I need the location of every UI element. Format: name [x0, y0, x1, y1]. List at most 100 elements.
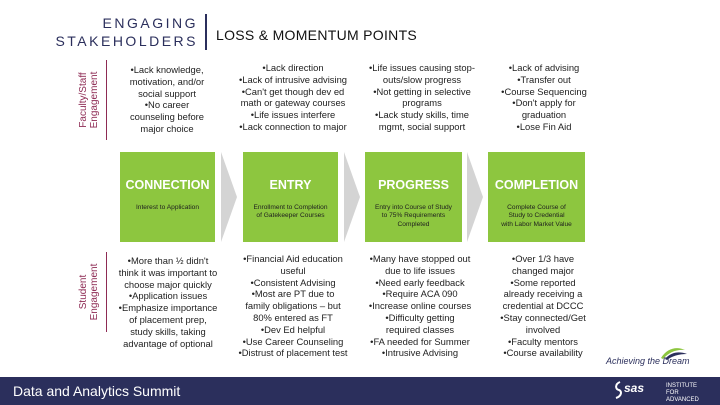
- note-line: think it was important to: [118, 266, 218, 278]
- sas-brand: sas: [624, 381, 645, 395]
- note-line: mgmt, social support: [378, 120, 466, 132]
- note-line: •Course availability: [503, 347, 583, 359]
- note-line: •Many have stopped out: [369, 253, 471, 264]
- note-line: family obligations – but: [245, 300, 341, 312]
- faculty-label-line-2: Engagement: [89, 71, 100, 129]
- stage-desc-line: to 75% Requirements: [381, 212, 446, 220]
- loss-momentum-title: LOSS & MOMENTUM POINTS: [216, 27, 418, 43]
- student-label-line-1: Student: [78, 274, 89, 310]
- brand-sub-line: INSTITUTE: [666, 383, 697, 389]
- stage-progress: PROGRESS Entry into Course of Study to 7…: [365, 152, 462, 242]
- note-line: social support: [138, 87, 196, 99]
- stage-desc-line: Complete Course of: [507, 204, 566, 211]
- note-line: credential at DCCC: [502, 300, 584, 312]
- stage-desc-line: Entry into Course of Study: [375, 204, 452, 211]
- note-line: study skills, taking: [130, 325, 206, 337]
- note-line: •Difficulty getting: [385, 311, 455, 323]
- student-note-completion: •Over 1/3 have changed major •Some repor…: [486, 253, 600, 359]
- stage-desc-line: Completed: [397, 220, 430, 228]
- stage-desc-line: Interest to Application: [135, 204, 200, 211]
- note-line: •Need early feedback: [375, 276, 465, 288]
- note-line: due to life issues: [385, 264, 455, 276]
- note-line: of placement prep,: [129, 313, 207, 325]
- stage-connection: CONNECTION Interest to Application: [120, 152, 215, 242]
- stage-completion: COMPLETION Complete Course of Study to C…: [488, 152, 585, 242]
- stage-description: Enrollment to Completion of Gatekeeper C…: [247, 204, 334, 221]
- student-divider-line: [106, 252, 107, 332]
- note-line: •Lack of advising: [508, 62, 580, 73]
- sas-logo-icon: [615, 381, 622, 399]
- faculty-note-entry: •Lack direction •Lack of intrusive advis…: [226, 62, 360, 133]
- achieving-the-dream-logo-text: Achieving the Dream: [606, 356, 690, 366]
- stage-description: Complete Course of Study to Credential w…: [492, 204, 581, 229]
- faculty-note-progress: •Life issues causing stop- outs/slow pro…: [355, 62, 489, 133]
- note-line: •Can't get though dev ed: [241, 85, 345, 97]
- note-line: •Consistent Advising: [250, 276, 336, 288]
- stage-name: COMPLETION: [494, 178, 579, 192]
- note-line: •Financial Aid education: [243, 253, 343, 264]
- note-line: involved: [525, 323, 561, 335]
- stage-desc-line: of Gatekeeper Courses: [256, 212, 325, 220]
- chevron-arrow-icon: [467, 152, 483, 242]
- note-line: counseling before: [129, 111, 204, 123]
- note-line: •Life issues causing stop-: [369, 62, 475, 73]
- student-note-entry: •Financial Aid education useful •Consist…: [226, 253, 360, 359]
- title-line-2: STAKEHOLDERS: [55, 33, 198, 49]
- note-line: •Transfer out: [517, 73, 571, 85]
- brand-sub-line: ADVANCED: [666, 397, 699, 403]
- note-line: outs/slow progress: [382, 73, 462, 85]
- note-line: 80% entered as FT: [253, 311, 333, 323]
- note-line: •Lose Fin Aid: [516, 120, 572, 132]
- note-line: required classes: [385, 323, 455, 335]
- stage-description: Entry into Course of Study to 75% Requir…: [369, 204, 458, 229]
- note-line: •Lack knowledge,: [130, 64, 204, 75]
- note-line: •Increase online courses: [368, 300, 472, 312]
- stage-entry: ENTRY Enrollment to Completion of Gateke…: [243, 152, 338, 242]
- student-label-line-2: Engagement: [89, 263, 100, 321]
- achieving-the-dream-logo-icon: [661, 348, 687, 360]
- note-line: math or gateway courses: [240, 97, 346, 109]
- note-line: •Intrusive Advising: [381, 347, 459, 359]
- sas-institute-text: INSTITUTE FOR ADVANCED: [666, 383, 706, 404]
- note-line: programs: [402, 97, 442, 109]
- note-line: •Use Career Counseling: [242, 335, 344, 347]
- stage-name: ENTRY: [269, 178, 312, 192]
- footer-bar: [0, 377, 720, 405]
- note-line: useful: [280, 264, 306, 276]
- note-line: major choice: [140, 122, 194, 134]
- note-line: •Distrust of placement test: [238, 347, 348, 359]
- note-line: •Over 1/3 have: [511, 253, 575, 264]
- note-line: •Application issues: [128, 290, 208, 302]
- note-line: already receiving a: [503, 288, 583, 300]
- note-line: •Dev Ed helpful: [260, 323, 326, 335]
- note-line: advantage of optional: [123, 337, 213, 349]
- chevron-arrow-icon: [344, 152, 360, 242]
- student-note-connection: •More than ½ didn't think it was importa…: [107, 255, 229, 349]
- student-note-progress: •Many have stopped out due to life issue…: [356, 253, 484, 359]
- faculty-label-line-1: Faculty/Staff: [78, 72, 89, 128]
- note-line: •Lack of intrusive advising: [238, 73, 348, 85]
- note-line: •No career: [144, 99, 190, 111]
- note-line: •Course Sequencing: [501, 85, 587, 97]
- title-divider: [205, 14, 207, 50]
- note-line: •Require ACA 090: [382, 288, 458, 300]
- faculty-note-completion: •Lack of advising •Transfer out •Course …: [486, 62, 602, 133]
- engaging-stakeholders-title: ENGAGING STAKEHOLDERS: [40, 14, 198, 50]
- note-line: •More than ½ didn't: [127, 255, 209, 266]
- note-line: •Lack connection to major: [239, 120, 347, 132]
- stage-name: CONNECTION: [125, 178, 210, 192]
- stage-desc-line: Enrollment to Completion: [253, 204, 328, 211]
- note-line: •Some reported: [510, 276, 576, 288]
- stage-description: Interest to Application: [124, 204, 211, 212]
- note-line: •FA needed for Summer: [370, 335, 470, 347]
- note-line: •Most are PT due to: [251, 288, 335, 300]
- stage-name: PROGRESS: [378, 178, 449, 192]
- faculty-divider-line: [106, 60, 107, 140]
- faculty-note-connection: •Lack knowledge, motivation, and/or soci…: [108, 64, 226, 135]
- faculty-engagement-label: Faculty/Staff Engagement: [78, 60, 102, 140]
- note-line: •Not getting in selective: [373, 85, 471, 97]
- title-line-1: ENGAGING: [102, 15, 198, 31]
- brand-sub-line: FOR: [666, 390, 679, 396]
- note-line: choose major quickly: [124, 278, 212, 290]
- note-line: •Stay connected/Get: [500, 311, 586, 323]
